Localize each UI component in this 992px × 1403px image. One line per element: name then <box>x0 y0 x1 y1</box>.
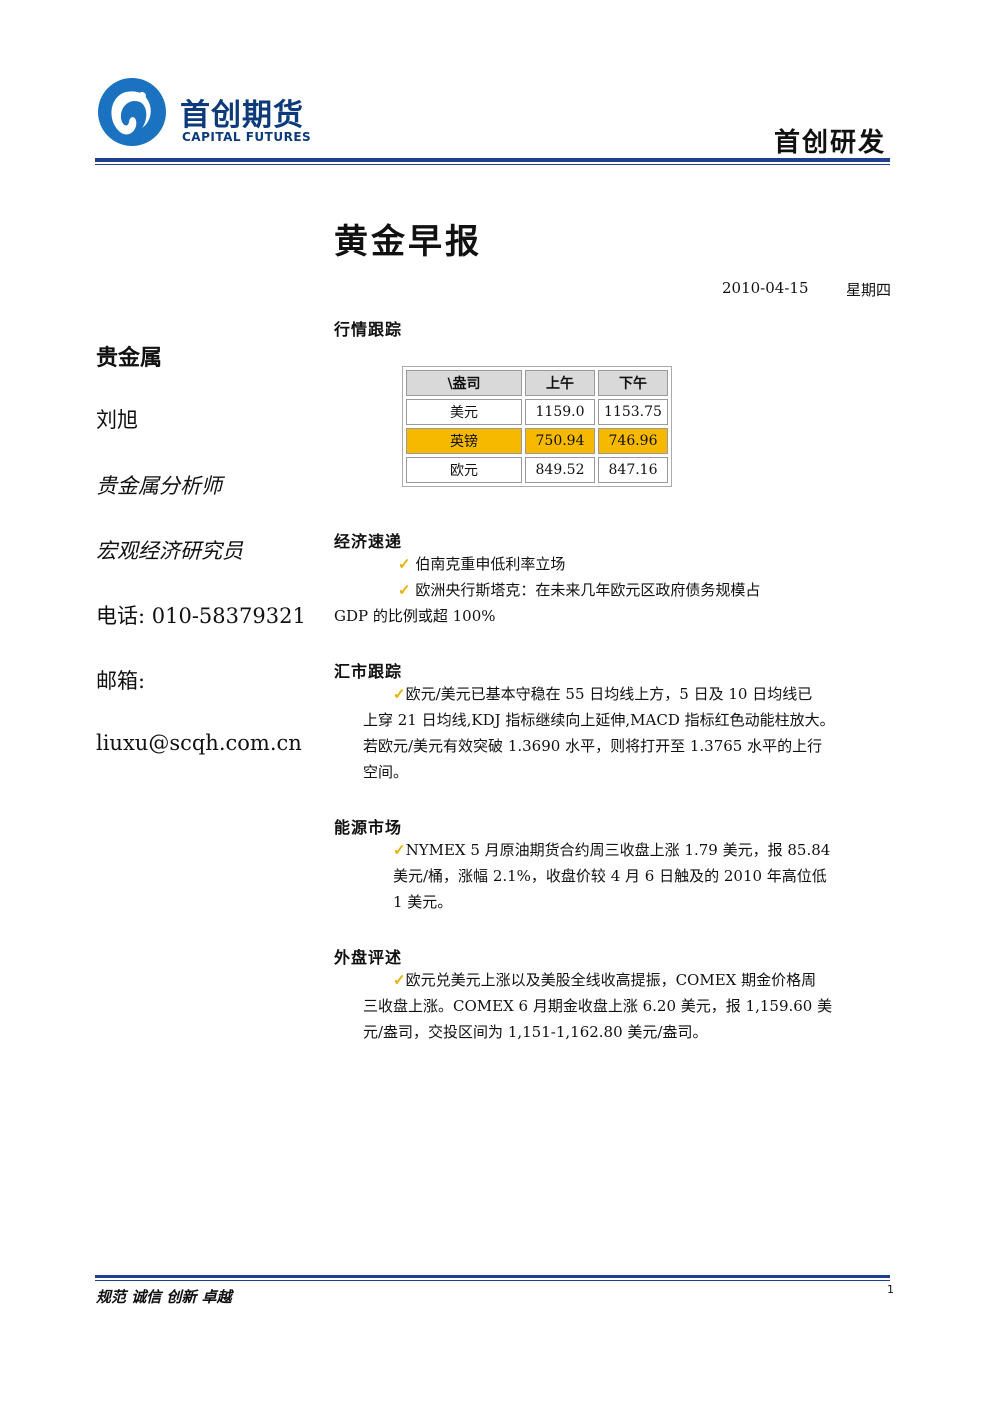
gold-price-table: \盎司 上午 下午 美元 1159.0 1153.75 英镑 750.94 74… <box>402 366 672 487</box>
section-heading-fx: 汇市跟踪 <box>334 662 403 681</box>
page-number: 1 <box>887 1283 894 1296</box>
header-department: 首创研发 <box>773 128 886 158</box>
checkmark-icon: ✓ <box>393 685 406 703</box>
fx-paragraph: ✓欧元/美元已基本守稳在 55 日均线上方，5 日及 10 日均线已 上穿 21… <box>363 681 883 785</box>
checkmark-icon: ✓ <box>398 555 411 573</box>
company-logo: 首创期货 CAPITAL FUTURES <box>96 76 316 156</box>
section-heading-econ: 经济速递 <box>334 532 403 551</box>
column-header: 上午 <box>525 370 595 396</box>
table-row: 美元 1159.0 1153.75 <box>406 399 668 425</box>
currency-cell: 欧元 <box>406 457 522 483</box>
pm-price-cell: 746.96 <box>598 428 668 454</box>
logo-text-cn: 首创期货 <box>180 98 304 133</box>
econ-item-2: ✓ 欧洲央行斯塔克：在未来几年欧元区政府债务规模占 <box>398 577 760 603</box>
footer-divider-thin <box>95 1280 890 1281</box>
econ-item-2-text: 欧洲央行斯塔克：在未来几年欧元区政府债务规模占 <box>415 581 761 599</box>
overseas-paragraph: ✓欧元兑美元上涨以及美股全线收高提振，COMEX 期金价格周 三收盘上涨。COM… <box>363 967 883 1045</box>
page-title: 黄金早报 <box>334 222 482 262</box>
energy-line: 美元/桶，涨幅 2.1%，收盘价较 4 月 6 日触及的 2010 年高位低 <box>393 867 827 885</box>
fx-line: 欧元/美元已基本守稳在 55 日均线上方，5 日及 10 日均线已 <box>405 685 813 703</box>
am-price-cell: 1159.0 <box>525 399 595 425</box>
table-row: 欧元 849.52 847.16 <box>406 457 668 483</box>
footer-motto: 规范 诚信 创新 卓越 <box>96 1288 232 1306</box>
analyst-category: 贵金属 <box>96 345 163 371</box>
section-heading-energy: 能源市场 <box>334 818 403 837</box>
logo-mark-icon <box>98 78 166 146</box>
report-date: 2010-04-15 <box>722 279 809 297</box>
section-heading-market: 行情跟踪 <box>334 320 403 339</box>
table-row-highlighted: 英镑 750.94 746.96 <box>406 428 668 454</box>
energy-line: NYMEX 5 月原油期货合约周三收盘上涨 1.79 美元，报 85.84 <box>405 841 831 859</box>
overseas-line: 欧元兑美元上涨以及美股全线收高提振，COMEX 期金价格周 <box>405 971 817 989</box>
overseas-line: 三收盘上涨。COMEX 6 月期金收盘上涨 6.20 美元，报 1,159.60… <box>363 997 833 1015</box>
fx-line: 空间。 <box>363 763 409 781</box>
econ-item-1-text: 伯南克重申低利率立场 <box>415 555 566 573</box>
energy-paragraph: ✓NYMEX 5 月原油期货合约周三收盘上涨 1.79 美元，报 85.84 美… <box>393 837 883 915</box>
fx-line: 上穿 21 日均线,KDJ 指标继续向上延伸,MACD 指标红色动能柱放大。 <box>363 711 835 729</box>
analyst-role-2: 宏观经济研究员 <box>96 539 243 563</box>
header-divider <box>95 158 890 162</box>
analyst-role-1: 贵金属分析师 <box>96 474 222 498</box>
footer-divider <box>95 1275 890 1278</box>
currency-cell: 美元 <box>406 399 522 425</box>
overseas-line: 元/盎司，交投区间为 1,151-1,162.80 美元/盎司。 <box>363 1023 708 1041</box>
report-weekday: 星期四 <box>846 281 892 299</box>
analyst-email[interactable]: liuxu@scqh.com.cn <box>96 731 302 755</box>
analyst-phone: 电话: 010-58379321 <box>96 604 306 628</box>
econ-item-2-cont: GDP 的比例或超 100% <box>334 607 496 625</box>
econ-item-1: ✓ 伯南克重申低利率立场 <box>398 551 565 577</box>
logo-text-en: CAPITAL FUTURES <box>182 130 312 144</box>
section-heading-overseas: 外盘评述 <box>334 948 403 967</box>
checkmark-icon: ✓ <box>393 841 406 859</box>
analyst-name: 刘旭 <box>96 408 138 432</box>
currency-cell: 英镑 <box>406 428 522 454</box>
energy-line: 1 美元。 <box>393 893 453 911</box>
column-header: \盎司 <box>406 370 522 396</box>
am-price-cell: 750.94 <box>525 428 595 454</box>
column-header: 下午 <box>598 370 668 396</box>
pm-price-cell: 1153.75 <box>598 399 668 425</box>
table-header-row: \盎司 上午 下午 <box>406 370 668 396</box>
pm-price-cell: 847.16 <box>598 457 668 483</box>
am-price-cell: 849.52 <box>525 457 595 483</box>
checkmark-icon: ✓ <box>398 581 411 599</box>
checkmark-icon: ✓ <box>393 971 406 989</box>
fx-line: 若欧元/美元有效突破 1.3690 水平，则将打开至 1.3765 水平的上行 <box>363 737 823 755</box>
analyst-email-label: 邮箱: <box>96 669 146 693</box>
header-divider-thin <box>95 164 890 165</box>
